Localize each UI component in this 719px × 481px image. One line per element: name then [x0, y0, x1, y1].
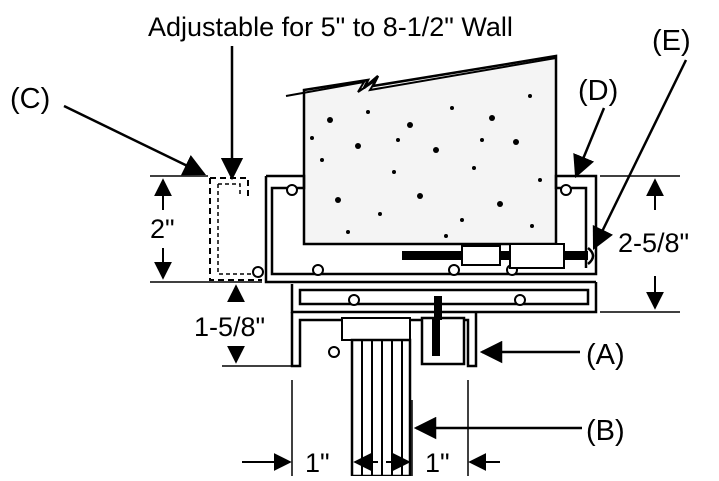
- diagram-title: Adjustable for 5" to 8-1/2" Wall: [148, 12, 513, 42]
- fastener-bolt: [402, 243, 595, 269]
- concrete-wall: [285, 54, 558, 246]
- extension-lines: [150, 175, 680, 476]
- dimension-left-height: 2": [150, 214, 175, 244]
- retaining-clip: [420, 296, 466, 366]
- inner-trim-dashed: [209, 177, 262, 281]
- callout-a: (A): [586, 339, 625, 371]
- callout-d: (D): [578, 75, 618, 107]
- dimension-arrows: [154, 178, 664, 471]
- callout-leaders: [63, 46, 688, 440]
- dimension-bottom-left: 1": [305, 448, 330, 476]
- dimension-bottom-right: 1": [425, 448, 450, 476]
- dimension-lower-height: 1-5/8": [194, 312, 265, 342]
- callout-c: (C): [10, 83, 50, 115]
- callout-e: (E): [652, 25, 691, 57]
- dimension-right-height: 2-5/8": [618, 228, 689, 258]
- callout-b: (B): [586, 415, 625, 447]
